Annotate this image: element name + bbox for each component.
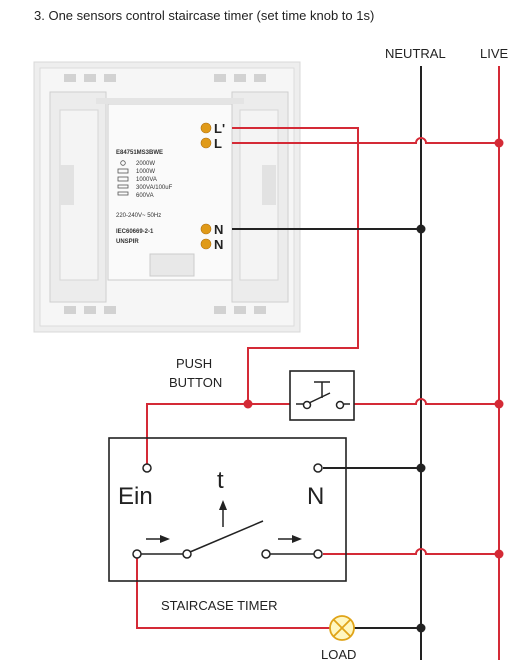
halogen-icon — [117, 176, 129, 182]
rating-icons — [117, 160, 129, 196]
load-label: LOAD — [321, 647, 356, 662]
junction-neutral-timer — [416, 463, 426, 473]
rating-2: 1000W — [136, 169, 155, 175]
timer-contact-symbol — [132, 520, 323, 559]
staircase-timer-label: STAIRCASE TIMER — [161, 598, 278, 613]
t-label: t — [217, 467, 224, 494]
device-brand: UNSPIR — [116, 239, 139, 245]
timer-n-label: N — [307, 483, 324, 510]
push-button-symbol — [289, 370, 355, 421]
terminal-l: L — [214, 136, 222, 151]
neutral-rail-label: NEUTRAL — [385, 46, 446, 61]
lamp-icon — [120, 160, 126, 166]
timer-right-arrow-icon — [278, 535, 302, 543]
ein-terminal — [142, 463, 152, 473]
wire-l-to-live — [232, 137, 499, 144]
device-terminals — [200, 122, 212, 250]
timer-left-arrow-icon — [146, 535, 170, 543]
device-model: E84751MS3BWE — [116, 150, 163, 156]
terminal-l-dot — [200, 137, 212, 149]
push-button-label-line2: BUTTON — [169, 375, 222, 390]
load-lamp-icon — [329, 615, 355, 641]
terminal-l-prime-dot — [200, 122, 212, 134]
staircase-timer-box — [108, 437, 347, 582]
junction-live-l — [494, 138, 504, 148]
rating-4: 300VA/100uF — [136, 185, 173, 191]
ein-label: Ein — [118, 483, 153, 510]
timer-up-arrow-icon — [219, 500, 227, 527]
push-button-label-line1: PUSH — [176, 356, 212, 371]
fluorescent-icon — [117, 168, 129, 174]
timer-n-terminal — [313, 463, 323, 473]
junction-neutral-n — [416, 224, 426, 234]
junction-push-button — [243, 399, 253, 409]
junction-live-push — [494, 399, 504, 409]
junction-neutral-load — [416, 623, 426, 633]
wire-ein-to-push-button — [146, 403, 296, 465]
rating-5: 600VA — [136, 193, 154, 199]
device-standard: IEC60669-2-1 — [116, 229, 154, 235]
tube-icon — [117, 184, 129, 189]
wire-l-prime-to-push-button — [232, 127, 359, 402]
rating-1: 2000W — [136, 161, 155, 167]
terminal-n2: N — [214, 237, 223, 252]
diagram-title: 3. One sensors control staircase timer (… — [34, 8, 374, 23]
junction-live-timer — [494, 549, 504, 559]
device-voltage: 220-240V~ 50Hz — [116, 213, 161, 219]
junctions — [243, 138, 504, 633]
fan-icon — [117, 191, 129, 196]
wire-timer-to-load — [136, 554, 330, 629]
terminal-l-prime: L' — [214, 121, 225, 136]
wire-push-button-to-live — [350, 398, 499, 405]
terminal-n1: N — [214, 222, 223, 237]
terminal-n1-dot — [200, 223, 212, 235]
live-rail-label: LIVE — [480, 46, 509, 61]
rating-3: 1000VA — [136, 177, 157, 183]
sensor-device — [33, 61, 301, 333]
wire-timer-to-live — [323, 548, 499, 555]
terminal-n2-dot — [200, 238, 212, 250]
